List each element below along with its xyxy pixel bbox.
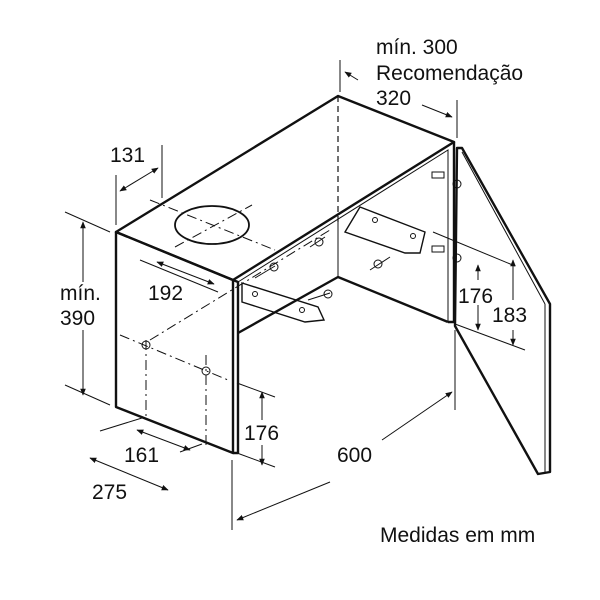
centerline xyxy=(119,334,229,381)
mounting-bracket-back xyxy=(343,206,426,254)
wall-plugs xyxy=(254,171,462,301)
inner-bottom-left xyxy=(237,275,339,335)
dimension-min-300: mín. 300 xyxy=(376,36,458,59)
dimension-min-label: mín. xyxy=(60,282,101,305)
right-side-edge xyxy=(448,142,456,324)
dimension-183: 183 xyxy=(492,304,527,327)
dimension-161: 161 xyxy=(124,444,159,467)
dimension-390: 390 xyxy=(60,307,95,330)
inner-top-edge xyxy=(237,149,449,322)
dimension-275: 275 xyxy=(92,481,127,504)
recommendation-label: Recomendação xyxy=(376,62,523,85)
units-note: Medidas em mm xyxy=(380,524,535,547)
back-bottom-edge xyxy=(337,275,449,324)
duct-opening xyxy=(174,205,250,245)
centerline xyxy=(174,204,253,248)
dimension-176-right: 176 xyxy=(458,285,493,308)
centerline xyxy=(149,229,331,341)
dimension-192: 192 xyxy=(148,282,183,305)
mounting-bracket-front xyxy=(241,282,326,323)
left-side-thickness xyxy=(232,278,240,455)
dimension-320: 320 xyxy=(376,87,411,110)
door-edge-line xyxy=(461,151,546,305)
dimension-176-bottom: 176 xyxy=(244,422,279,445)
dimension-131: 131 xyxy=(110,144,145,167)
door-panel[interactable] xyxy=(453,146,552,476)
dimension-600: 600 xyxy=(337,444,372,467)
dimension-lines xyxy=(64,60,526,530)
cabinet-left-side xyxy=(114,230,235,455)
centerline xyxy=(149,199,276,251)
